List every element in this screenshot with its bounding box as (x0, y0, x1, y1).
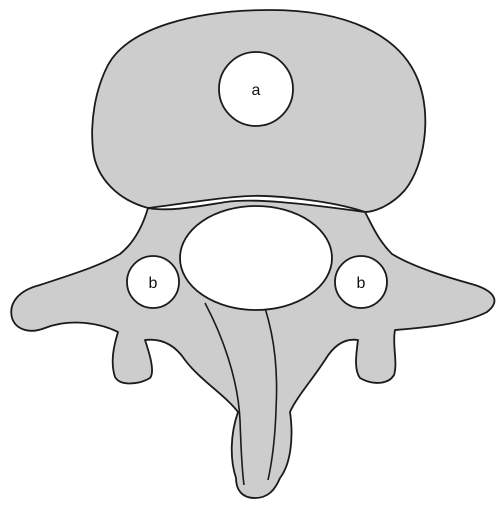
label-b-left: b (149, 275, 158, 292)
label-b-right: b (357, 275, 366, 292)
vertebral-foramen (180, 206, 332, 310)
label-a: a (252, 82, 261, 99)
